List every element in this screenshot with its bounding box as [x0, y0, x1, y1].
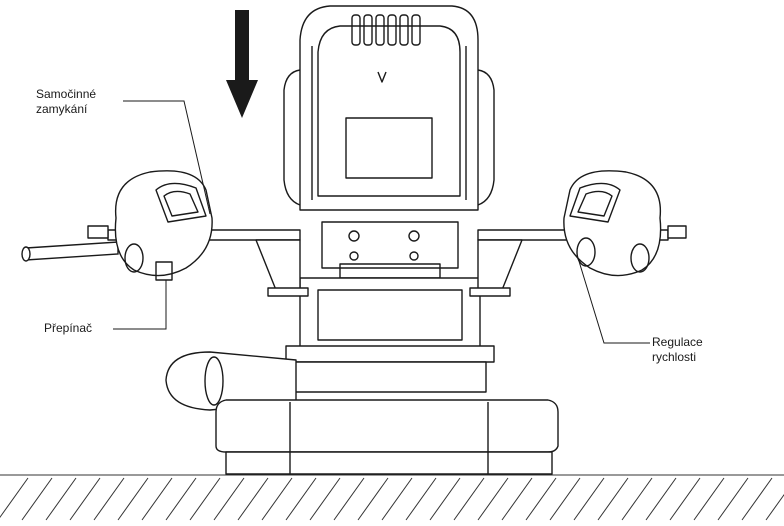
hatch-line [21, 477, 53, 521]
hatch-line [573, 477, 605, 521]
left-knob [114, 170, 213, 281]
floor [0, 474, 784, 521]
hatch-line [549, 477, 581, 521]
hatch-line [405, 477, 437, 521]
machine-body [165, 5, 559, 475]
side-handle [21, 241, 119, 262]
hatch-line [333, 477, 365, 521]
hatch-line [525, 477, 557, 521]
label-switch: Přepínač [44, 321, 93, 335]
hatch-line [381, 477, 413, 521]
label-speed-control-line1: Regulace [652, 335, 703, 349]
hatch-line [717, 477, 749, 521]
right-knob [563, 170, 662, 277]
label-speed-control-line2: rychlosti [652, 350, 697, 364]
hatch-line [117, 477, 149, 521]
hatch-line [0, 477, 29, 519]
hatch-line [429, 477, 461, 521]
hatch-line [285, 477, 317, 521]
hatch-line [765, 493, 784, 521]
hatch-line [741, 477, 773, 521]
hatch-line [93, 477, 125, 521]
hatch-line [693, 477, 725, 521]
leader-lines [113, 100, 650, 344]
hatch-line [141, 477, 173, 521]
hatch-line [237, 477, 269, 521]
hatch-line [621, 477, 653, 521]
hatch-line [261, 477, 293, 521]
hatch-line [453, 477, 485, 521]
hatch-line [69, 477, 101, 521]
hatch-line [309, 477, 341, 521]
hatch-line [45, 477, 77, 521]
hatch-line [213, 477, 245, 521]
hatch-line [669, 477, 701, 521]
hatch-line [189, 477, 221, 521]
label-self-locking-line2: zamykání [36, 102, 88, 116]
hatch-line [645, 477, 677, 521]
label-self-locking-line1: Samočinné [36, 87, 97, 101]
hatch-line [477, 477, 509, 521]
hatch-line [357, 477, 389, 521]
down-arrow-icon [226, 10, 258, 118]
hatch-line [165, 477, 197, 521]
hatch-line [501, 477, 533, 521]
hatch-line [597, 477, 629, 521]
